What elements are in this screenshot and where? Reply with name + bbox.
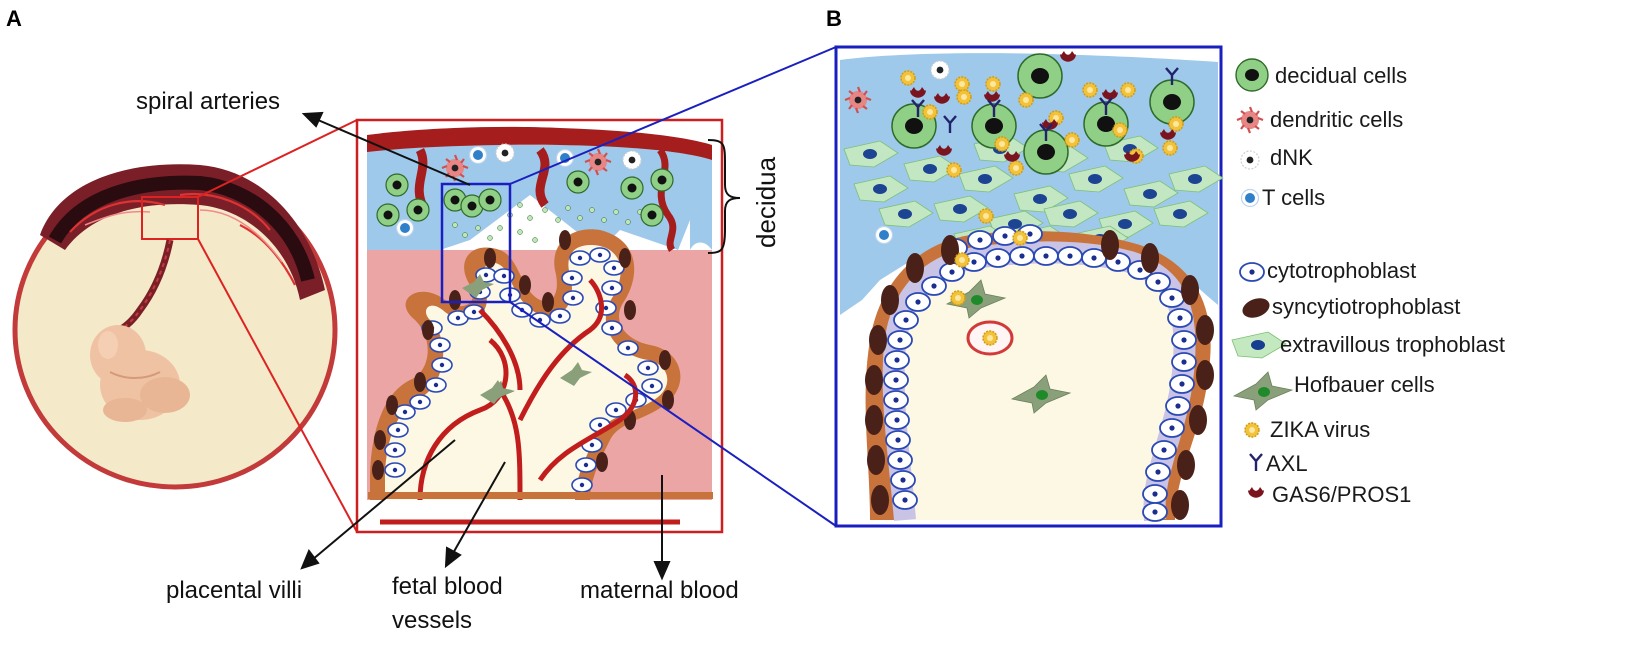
- axl-receptor-icon: [1248, 452, 1264, 473]
- fetal-blood-vessels-label-line1: fetal blood: [392, 573, 503, 600]
- legend-label-t-cells: T cells: [1262, 185, 1325, 210]
- panel-a-arrows: [300, 111, 671, 581]
- legend-label-syncytiotrophoblast: syncytiotrophoblast: [1272, 294, 1460, 319]
- legend-label-gas6-pros1: GAS6/PROS1: [1272, 482, 1411, 507]
- panel-b-letter: B: [826, 6, 842, 31]
- legend-item-zika-virus: ZIKA virus: [1244, 417, 1370, 442]
- extravillous-trophoblast-icon: [1231, 331, 1287, 359]
- legend-label-dnk: dNK: [1270, 145, 1313, 170]
- legend-item-cytotrophoblast: cytotrophoblast: [1239, 258, 1416, 283]
- uterus-illustration: [12, 164, 338, 490]
- panel-a-letter: A: [6, 6, 22, 31]
- legend-label-zika-virus: ZIKA virus: [1270, 417, 1370, 442]
- zoom-line-top: [197, 119, 358, 198]
- legend-label-hofbauer-cells: Hofbauer cells: [1294, 372, 1435, 397]
- syncytiotrophoblast-icon: [1242, 298, 1270, 318]
- legend-label-axl: AXL: [1266, 451, 1308, 476]
- fetal-blood-vessels-label-line2: vessels: [392, 607, 472, 634]
- legend-label-dendritic-cells: dendritic cells: [1270, 107, 1403, 132]
- legend-item-syncytiotrophoblast: syncytiotrophoblast: [1242, 294, 1460, 319]
- hofbauer-cell-icon: [1233, 371, 1293, 411]
- spiral-arteries-label: spiral arteries: [136, 88, 280, 115]
- legend-item-t-cells: T cells: [1240, 185, 1325, 210]
- maternal-blood-label: maternal blood: [580, 577, 739, 604]
- legend-item-dendritic-cells: dendritic cells: [1235, 105, 1403, 135]
- placental-villi-label: placental villi: [166, 577, 302, 604]
- legend-item-hofbauer-cells: Hofbauer cells: [1233, 371, 1435, 411]
- legend: decidual cells dendritic cells dNK T cel…: [1231, 58, 1505, 507]
- decidua-label: decidua: [751, 156, 781, 248]
- zoom-line-blue-bottom: [509, 301, 837, 527]
- decidual-cell-icon: [1235, 58, 1269, 92]
- legend-label-decidual-cells: decidual cells: [1275, 63, 1407, 88]
- legend-item-gas6-pros1: GAS6/PROS1: [1248, 482, 1411, 507]
- legend-label-extravillous-trophoblast: extravillous trophoblast: [1280, 332, 1505, 357]
- legend-item-dnk: dNK: [1240, 145, 1313, 170]
- fetus-figure: [90, 325, 190, 422]
- zoom-line-bottom: [197, 238, 358, 533]
- legend-item-extravillous-trophoblast: extravillous trophoblast: [1231, 331, 1505, 359]
- legend-item-axl: AXL: [1248, 451, 1308, 476]
- zoom-line-blue-top: [509, 46, 837, 185]
- dnk-cell-icon: [1240, 150, 1260, 170]
- gas6-pros1-icon: [1248, 487, 1264, 498]
- legend-item-decidual-cells: decidual cells: [1235, 58, 1407, 92]
- decidua-brace: [707, 139, 741, 254]
- cytotrophoblast-icon: [1239, 262, 1265, 282]
- panel-a-placenta-section: [355, 118, 724, 534]
- zika-virus-icon: [1244, 422, 1260, 438]
- panel-b-detail: [834, 45, 1224, 528]
- legend-label-cytotrophoblast: cytotrophoblast: [1267, 258, 1416, 283]
- dendritic-cell-icon: [1235, 105, 1265, 135]
- t-cell-icon: [1240, 188, 1260, 208]
- zoom-box-blue: [440, 182, 512, 304]
